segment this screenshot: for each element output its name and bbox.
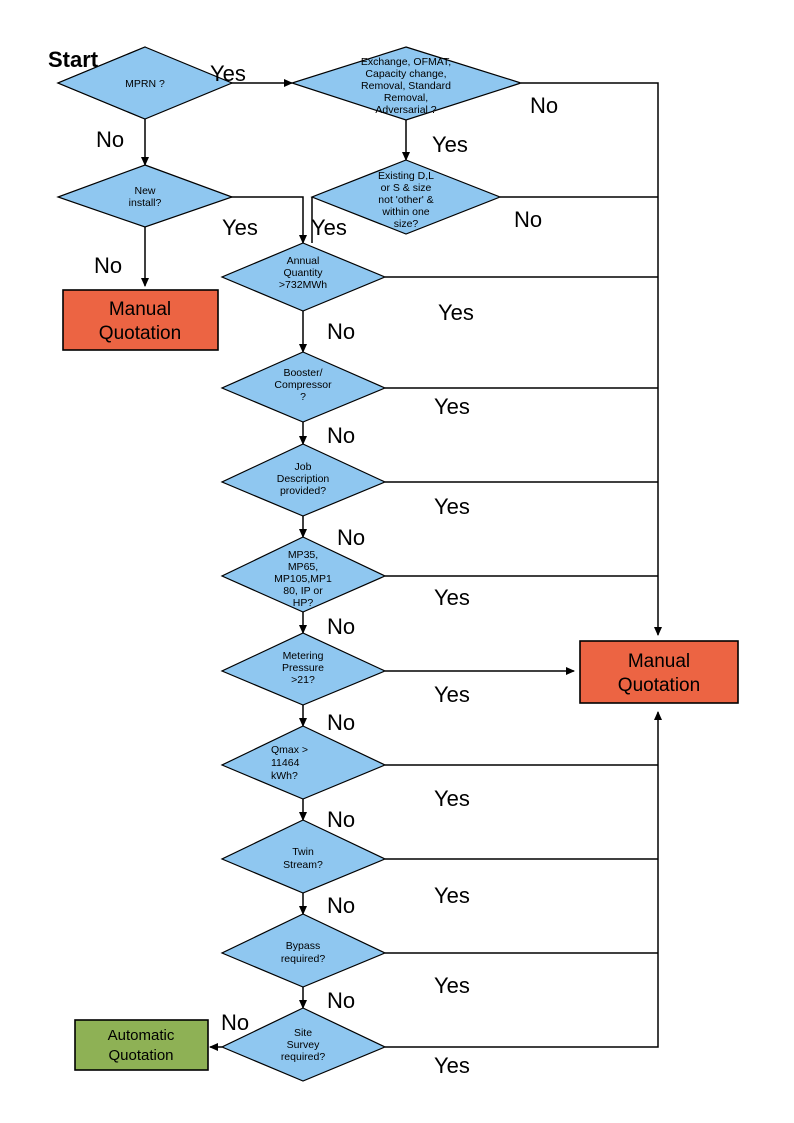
label-annual-no: No bbox=[327, 319, 355, 344]
decision-annual[interactable]: Annual Quantity >732MWh bbox=[220, 242, 387, 312]
decision-twin[interactable]: Twin Stream? bbox=[220, 819, 387, 894]
label-qmax-no: No bbox=[327, 807, 355, 832]
decision-exchange-line-4: Adversarial ? bbox=[375, 104, 436, 116]
decision-mprn-line-0: MPRN ? bbox=[125, 78, 165, 90]
label-mpclass-yes: Yes bbox=[434, 585, 470, 610]
terminal-manual-left[interactable]: Manual Quotation bbox=[62, 289, 219, 351]
terminal-manual-left-line-1: Quotation bbox=[99, 323, 181, 344]
decision-booster[interactable]: Booster/ Compressor ? bbox=[220, 351, 387, 423]
decision-meterpress[interactable]: Metering Pressure >21? bbox=[220, 632, 387, 706]
decision-existing-line-4: size? bbox=[394, 218, 419, 230]
decision-exchange[interactable]: Exchange, OFMAT, Capacity change, Remova… bbox=[290, 46, 523, 121]
decision-jobdesc-line-2: provided? bbox=[280, 485, 326, 497]
terminal-manual-right-line-0: Manual bbox=[628, 651, 690, 672]
terminal-manual-right[interactable]: Manual Quotation bbox=[579, 640, 739, 704]
start-label: Start bbox=[48, 47, 99, 72]
decision-exchange-line-0: Exchange, OFMAT, bbox=[361, 56, 451, 68]
decision-sitesurvey-line-1: Survey bbox=[287, 1039, 320, 1051]
terminal-manual-right-line-1: Quotation bbox=[618, 675, 700, 696]
decision-newinstall-line-0: New bbox=[134, 185, 155, 197]
label-booster-no: No bbox=[327, 423, 355, 448]
decision-qmax-line-2: kWh? bbox=[271, 770, 298, 782]
label-existing-yes: Yes bbox=[311, 215, 347, 240]
edge-sitesurvey-yes bbox=[385, 711, 662, 1048]
decision-twin-line-0: Twin bbox=[292, 846, 314, 858]
terminal-automatic-line-0: Automatic bbox=[108, 1027, 175, 1044]
terminal-automatic-line-1: Quotation bbox=[108, 1047, 173, 1064]
decision-booster-line-2: ? bbox=[300, 391, 306, 403]
decision-newinstall[interactable]: New install? bbox=[56, 164, 234, 228]
decision-jobdesc[interactable]: Job Description provided? bbox=[220, 443, 387, 517]
decision-mpclass-line-0: MP35, bbox=[288, 549, 318, 561]
decision-qmax[interactable]: Qmax > 11464 kWh? bbox=[220, 725, 387, 800]
decision-existing-line-3: within one bbox=[381, 206, 429, 218]
decision-existing[interactable]: Existing D,L or S & size not 'other' & w… bbox=[310, 159, 502, 235]
label-mprn-no: No bbox=[96, 127, 124, 152]
decision-bypass-line-0: Bypass bbox=[286, 940, 320, 952]
decision-qmax-line-1: 11464 bbox=[271, 757, 300, 769]
decision-mprn[interactable]: MPRN ? bbox=[56, 46, 234, 120]
label-meterpress-no: No bbox=[327, 710, 355, 735]
decision-meterpress-line-2: >21? bbox=[291, 674, 315, 686]
terminal-manual-left-line-0: Manual bbox=[109, 299, 171, 320]
label-booster-yes: Yes bbox=[434, 394, 470, 419]
label-jobdesc-no: No bbox=[337, 525, 365, 550]
edge-labels: Yes No No Yes No Yes No Yes Yes No Yes N… bbox=[94, 61, 558, 1078]
label-sitesurvey-no: No bbox=[221, 1010, 249, 1035]
decision-existing-line-0: Existing D,L bbox=[378, 170, 434, 182]
decision-exchange-line-3: Removal, bbox=[384, 92, 428, 104]
label-newinstall-no: No bbox=[94, 253, 122, 278]
label-sitesurvey-yes: Yes bbox=[434, 1053, 470, 1078]
decision-newinstall-line-1: install? bbox=[129, 197, 162, 209]
label-bypass-yes: Yes bbox=[434, 973, 470, 998]
decision-annual-line-0: Annual bbox=[287, 255, 320, 267]
decision-bypass[interactable]: Bypass required? bbox=[220, 913, 387, 988]
label-twin-yes: Yes bbox=[434, 883, 470, 908]
decision-booster-line-0: Booster/ bbox=[283, 367, 322, 379]
decision-existing-line-2: not 'other' & bbox=[378, 194, 433, 206]
label-exchange-yes: Yes bbox=[432, 132, 468, 157]
decision-sitesurvey[interactable]: Site Survey required? bbox=[220, 1007, 387, 1082]
terminal-automatic[interactable]: Automatic Quotation bbox=[74, 1019, 209, 1071]
decision-annual-line-1: Quantity bbox=[283, 267, 323, 279]
connectors bbox=[141, 79, 662, 1051]
decision-bypass-line-1: required? bbox=[281, 953, 326, 965]
decision-sitesurvey-line-0: Site bbox=[294, 1027, 312, 1039]
decision-meterpress-line-1: Pressure bbox=[282, 662, 324, 674]
decision-mpclass[interactable]: MP35, MP65, MP105,MP1 80, IP or HP? bbox=[220, 536, 387, 613]
decision-qmax-line-0: Qmax > bbox=[271, 744, 308, 756]
decision-exchange-line-2: Removal, Standard bbox=[361, 80, 451, 92]
label-exchange-no: No bbox=[530, 93, 558, 118]
label-mpclass-no: No bbox=[327, 614, 355, 639]
label-jobdesc-yes: Yes bbox=[434, 494, 470, 519]
label-qmax-yes: Yes bbox=[434, 786, 470, 811]
decision-twin-line-1: Stream? bbox=[283, 859, 323, 871]
label-bypass-no: No bbox=[327, 988, 355, 1013]
label-twin-no: No bbox=[327, 893, 355, 918]
decision-annual-line-2: >732MWh bbox=[279, 279, 327, 291]
decision-mpclass-line-2: MP105,MP1 bbox=[274, 573, 332, 585]
decision-mpclass-line-1: MP65, bbox=[288, 561, 318, 573]
label-annual-yes: Yes bbox=[438, 300, 474, 325]
label-newinstall-yes: Yes bbox=[222, 215, 258, 240]
decision-meterpress-line-0: Metering bbox=[283, 650, 324, 662]
decision-exchange-line-1: Capacity change, bbox=[365, 68, 446, 80]
decision-booster-line-1: Compressor bbox=[274, 379, 332, 391]
label-meterpress-yes: Yes bbox=[434, 682, 470, 707]
decision-mpclass-line-3: 80, IP or bbox=[283, 585, 323, 597]
edge-newinstall-yes bbox=[215, 196, 307, 244]
label-mprn-yes: Yes bbox=[210, 61, 246, 86]
decision-sitesurvey-line-2: required? bbox=[281, 1051, 326, 1063]
label-existing-no: No bbox=[514, 207, 542, 232]
decision-jobdesc-line-1: Description bbox=[277, 473, 330, 485]
edge-exchange-no bbox=[521, 82, 662, 636]
decision-mpclass-line-4: HP? bbox=[293, 597, 314, 609]
decision-jobdesc-line-0: Job bbox=[295, 461, 312, 473]
decision-existing-line-1: or S & size bbox=[381, 182, 432, 194]
